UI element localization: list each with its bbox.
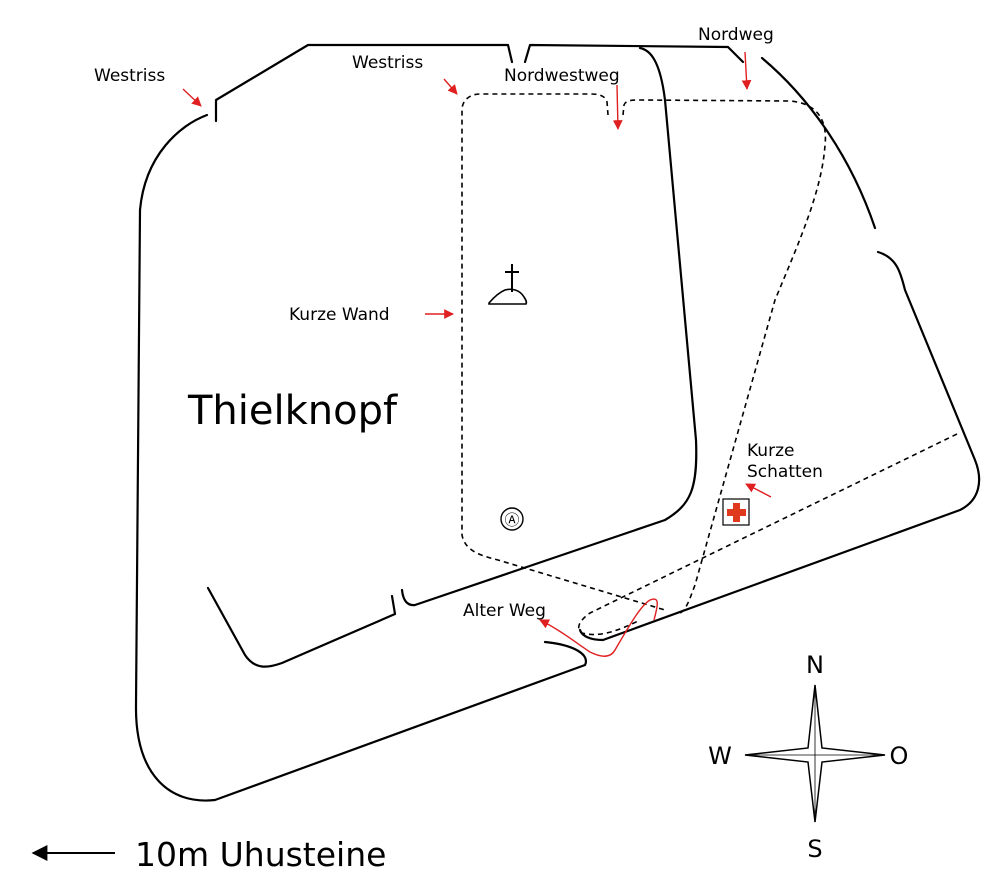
route-arrows [182,51,772,657]
label-westriss-left: Westriss [94,66,165,86]
label-kurze-schatten-2: Schatten [747,462,823,482]
direction-note: 10m Uhusteine [31,835,386,874]
label-nordwestweg: Nordwestweg [504,66,620,86]
label-kurze-wand: Kurze Wand [289,305,390,325]
first-aid-icon [722,498,750,526]
compass-rose: N S W O [708,651,908,863]
trail-paths [461,93,958,636]
arrow-alter-weg [539,598,658,657]
summit-cross-icon [488,264,528,305]
arrow-nordweg [741,51,752,90]
compass-east: O [890,742,909,770]
route-labels: Westriss Westriss Nordwestweg Nordweg Ku… [94,25,823,621]
compass-north: N [806,651,824,679]
arrow-westriss-right [443,78,458,95]
label-westriss-right: Westriss [352,53,423,73]
arrow-westriss-left [182,88,202,107]
arrow-kurze-schatten [745,483,772,498]
label-nordweg: Nordweg [698,25,774,45]
compass-west: W [708,742,732,770]
crag-title: Thielknopf [187,388,398,434]
direction-note-text: 10m Uhusteine [135,835,386,874]
rock-outline [134,43,981,802]
label-kurze-schatten-1: Kurze [747,441,794,461]
label-alter-weg: Alter Weg [463,601,546,621]
anchor-letter: Ⓐ [504,511,519,529]
arrow-nordwestweg [612,84,623,130]
compass-south: S [807,835,822,863]
anchor-marker-icon: Ⓐ [500,507,524,531]
